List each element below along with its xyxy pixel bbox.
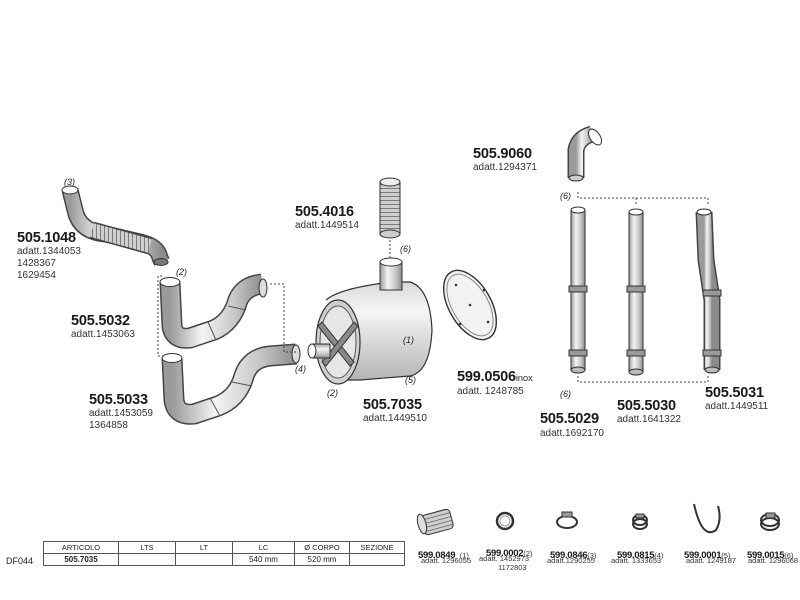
small-part-label: 599.0015(6)	[747, 550, 794, 561]
spec-header-cell: ARTICOLO	[43, 541, 119, 554]
part-505-9060-drawing	[567, 125, 603, 182]
drawing-code: DF044	[6, 556, 34, 566]
small-part-label: 599.0849 (1)	[418, 550, 469, 561]
assembly-bracket-left	[157, 275, 298, 357]
small-part-599-0849-drawing	[416, 508, 454, 536]
small-part-label: 599.0846(3)	[550, 550, 597, 561]
part-505-1048-number: 505.1048	[17, 230, 76, 246]
part-505-5033-ref2: 1364858	[89, 420, 128, 431]
part-505-1048-ref3: 1629454	[17, 270, 56, 281]
small-part-label: 599.0002(2)	[486, 548, 533, 559]
part-505-5030-drawing	[626, 208, 646, 376]
part-505-5033-drawing	[161, 343, 301, 425]
callout-6-bottom: (6)	[560, 389, 571, 399]
small-part-ref: adatt. 1333653	[611, 556, 662, 565]
small-part-599-0002-drawing	[495, 511, 515, 531]
part-505-5029-number: 505.5029	[540, 411, 599, 427]
small-part-ref: adatt.1290255	[547, 556, 595, 565]
small-part-ref-2: 1172803	[498, 563, 527, 572]
spec-header-cell: LTS	[118, 541, 176, 554]
callout-2: (2)	[176, 267, 187, 277]
part-505-1048-ref2: 1428367	[17, 258, 56, 269]
small-part-599-0815-drawing	[632, 513, 648, 530]
spec-cell	[118, 553, 176, 566]
part-599-0506-drawing	[442, 269, 498, 341]
part-505-5031-drawing	[695, 208, 722, 374]
part-505-7035-drawing	[307, 257, 433, 385]
part-505-5033-ref1: adatt.1453059	[89, 408, 153, 419]
part-505-1048-drawing	[61, 185, 170, 266]
part-505-5032-drawing	[159, 273, 268, 349]
part-505-1048-ref1: adatt.1344053	[17, 246, 81, 257]
callout-3: (3)	[64, 177, 75, 187]
callout-6-top: (6)	[560, 191, 571, 201]
part-505-9060-number: 505.9060	[473, 146, 532, 162]
callout-1: (1)	[403, 335, 414, 345]
part-505-5030-number: 505.5030	[617, 398, 676, 414]
part-599-0506-note: inox	[515, 373, 533, 384]
part-505-7035-number: 505.7035	[363, 397, 422, 413]
part-505-5033-number: 505.5033	[89, 392, 148, 408]
small-part-ref: adatt. 1296068	[748, 556, 799, 565]
part-505-4016-number: 505.4016	[295, 204, 354, 220]
callout-4: (4)	[295, 364, 306, 374]
spec-header-cell: SEZIONE	[349, 541, 405, 554]
spec-cell	[175, 553, 233, 566]
part-599-0506-ref: adatt. 1248785	[457, 386, 524, 397]
small-part-599-0846-drawing	[556, 511, 578, 529]
assembly-bracket-right	[577, 192, 709, 383]
part-505-9060-ref: adatt.1294371	[473, 162, 537, 173]
part-505-4016-drawing	[379, 177, 401, 260]
callout-6-flex: (6)	[400, 244, 411, 254]
part-505-4016-ref: adatt.1449514	[295, 220, 359, 231]
spec-header-cell: Ø CORPO	[294, 541, 350, 554]
spec-header-cell: LC	[232, 541, 295, 554]
spec-header-cell: LT	[175, 541, 233, 554]
small-part-ref: adatt. 1452973	[479, 554, 530, 563]
spec-table-header: ARTICOLO LTS LT LC Ø CORPO SEZIONE	[43, 541, 405, 554]
small-part-599-0001-drawing	[693, 503, 721, 534]
spec-table: ARTICOLO LTS LT LC Ø CORPO SEZIONE 505.7…	[43, 541, 405, 566]
small-part-label: 599.0815(4)	[617, 550, 664, 561]
part-505-5031-ref: adatt.1449511	[705, 401, 769, 412]
spec-table-row: 505.7035 540 mm 520 mm	[43, 553, 405, 566]
spec-cell: 520 mm	[294, 553, 350, 566]
spec-cell	[349, 553, 405, 566]
spec-cell: 505.7035	[43, 553, 119, 566]
callout-5: (5)	[405, 375, 416, 385]
part-505-5030-ref: adatt.1641322	[617, 414, 681, 425]
part-505-5032-ref: adatt.1453063	[71, 329, 135, 340]
part-505-7035-ref: adatt.1449510	[363, 413, 427, 424]
spec-cell: 540 mm	[232, 553, 295, 566]
callout-2-silencer: (2)	[327, 388, 338, 398]
part-505-5029-ref: adatt.1692170	[540, 428, 604, 439]
part-599-0506-number: 599.0506inox	[457, 369, 533, 385]
part-505-5029-drawing	[568, 206, 588, 374]
small-part-label: 599.0001(5)	[684, 550, 731, 561]
small-part-ref: adatt. 1296055	[421, 556, 472, 565]
small-part-599-0015-drawing	[760, 512, 780, 531]
part-505-5031-number: 505.5031	[705, 385, 764, 401]
small-part-ref: adatt. 1249187	[686, 556, 737, 565]
part-505-5032-number: 505.5032	[71, 313, 130, 329]
